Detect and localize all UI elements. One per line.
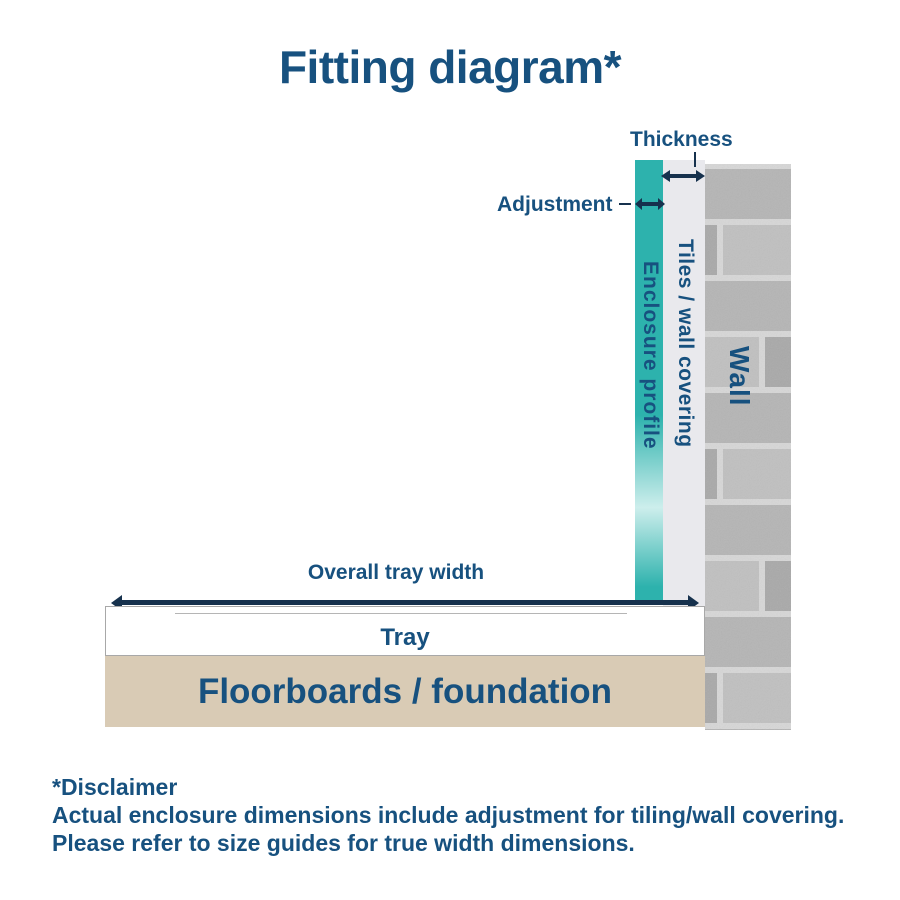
overall-tray-width-label: Overall tray width [307,561,485,584]
tiles-wall-covering-label: Tiles / wall covering [674,239,697,448]
tray-label: Tray [380,624,430,651]
disclaimer-block: *Disclaimer Actual enclosure dimensions … [52,773,844,857]
floorboards-label: Floorboards / foundation [197,671,613,711]
enclosure-profile-bar [635,160,663,600]
disclaimer-heading: *Disclaimer [52,774,178,800]
wall-section [705,164,791,730]
thickness-label: Thickness [630,128,733,151]
tiles-wall-covering-strip [663,160,705,608]
adjustment-leader-dash [619,203,631,205]
tray-inner-edge [175,613,627,614]
brick-texture [705,164,791,730]
floorboards-section: Floorboards / foundation [105,656,705,727]
tray-section [105,606,705,656]
thickness-arrow-icon [670,174,696,178]
page-title: Fitting diagram* [278,41,622,93]
adjustment-label: Adjustment [497,193,613,216]
disclaimer-line-2: Please refer to size guides for true wid… [52,830,635,856]
overall-tray-width-arrow-icon [122,600,688,605]
enclosure-profile-label: Enclosure profile [639,261,662,450]
wall-label: Wall [724,346,755,407]
disclaimer-line-1: Actual enclosure dimensions include adju… [52,802,845,828]
adjustment-arrow-icon [642,202,658,206]
thickness-leader-line [694,152,696,167]
